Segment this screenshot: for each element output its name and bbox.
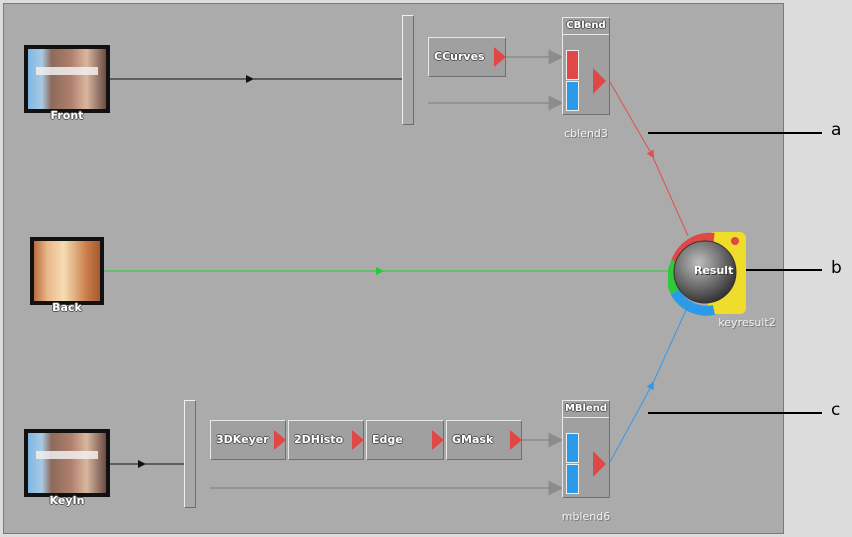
red-triangle-output-icon[interactable]	[352, 430, 364, 450]
cblend-front-port[interactable]	[566, 50, 579, 80]
front-input-label: Front	[50, 109, 84, 122]
mblend-name-label: mblend6	[561, 510, 611, 523]
3dkeyer-node[interactable]: 3DKeyer	[210, 420, 286, 460]
top-branch-bar[interactable]	[402, 15, 414, 125]
wire-cblend-to-result-rest	[651, 154, 689, 237]
keyin-thumbnail-image	[28, 433, 106, 493]
result-node[interactable]: Result	[668, 232, 778, 316]
gmask-node[interactable]: GMask	[446, 420, 522, 460]
cblend-back-port[interactable]	[566, 81, 579, 111]
result-node-graphic	[668, 232, 746, 316]
callout-b: b	[831, 258, 842, 278]
mblend-title: MBlend	[564, 403, 608, 414]
result-name-label: keyresult2	[718, 316, 776, 329]
2dhisto-label: 2DHisto	[294, 433, 344, 446]
mblend-divider	[563, 417, 609, 418]
mblend-matte-port-2[interactable]	[566, 464, 579, 494]
3dkeyer-label: 3DKeyer	[216, 433, 269, 446]
mblend-matte-port-1[interactable]	[566, 433, 579, 463]
edge-label: Edge	[372, 433, 403, 446]
keyin-input-node[interactable]	[24, 429, 110, 497]
gmask-label: GMask	[452, 433, 494, 446]
result-indicator-dot	[731, 237, 739, 245]
red-triangle-output-icon[interactable]	[432, 430, 444, 450]
cblend-title: CBlend	[566, 20, 606, 31]
bottom-branch-bar[interactable]	[184, 400, 196, 508]
front-input-node[interactable]	[24, 45, 110, 113]
wire-mblend-to-result-rest	[651, 305, 689, 386]
red-triangle-output-icon[interactable]	[274, 430, 286, 450]
callout-c: c	[831, 400, 841, 420]
front-thumbnail-image	[28, 49, 106, 109]
back-input-label: Back	[52, 301, 82, 314]
back-thumbnail-image	[34, 241, 100, 301]
cblend-node[interactable]: CBlend	[562, 17, 610, 115]
back-input-node[interactable]	[30, 237, 104, 305]
result-label: Result	[694, 264, 734, 277]
red-triangle-output-icon[interactable]	[494, 47, 506, 67]
ccurves-label: CCurves	[434, 50, 485, 63]
result-blue-arc	[670, 289, 716, 316]
wire-mblend-to-result	[609, 381, 654, 463]
red-triangle-output-icon[interactable]	[593, 451, 606, 477]
wire-cblend-to-result	[609, 81, 654, 159]
mblend-node[interactable]: MBlend	[562, 400, 610, 498]
cblend-divider	[563, 34, 609, 35]
edge-node[interactable]: Edge	[366, 420, 444, 460]
result-orb	[673, 240, 737, 304]
red-triangle-output-icon[interactable]	[510, 430, 522, 450]
2dhisto-node[interactable]: 2DHisto	[288, 420, 364, 460]
ccurves-node[interactable]: CCurves	[428, 37, 506, 77]
red-triangle-output-icon[interactable]	[593, 68, 606, 94]
keyin-input-label: KeyIn	[49, 494, 85, 507]
cblend-name-label: cblend3	[564, 127, 608, 140]
callout-a: a	[831, 120, 842, 140]
